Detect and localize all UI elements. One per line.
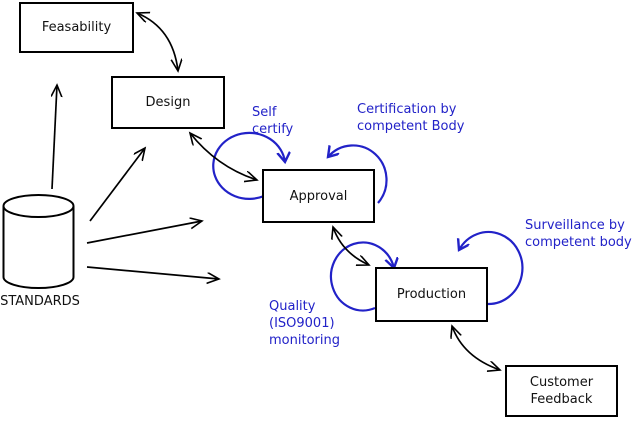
node-approval: Approval: [262, 169, 375, 223]
annotation-certification: Certification by competent Body: [357, 102, 465, 134]
surveillance-loop: [459, 230, 524, 306]
standards-cylinder: [2, 194, 75, 289]
annotation-self-certify: Self certify: [252, 105, 294, 137]
annotation-quality-monitoring: Quality (ISO9001) monitoring: [269, 299, 340, 348]
node-feasability: Feasability: [19, 2, 134, 53]
node-customer-feedback: Customer Feedback: [505, 365, 618, 417]
certification-loop: [328, 144, 388, 204]
annotation-surveillance: Surveillance by competent body: [525, 218, 632, 250]
node-design: Design: [111, 76, 225, 129]
standards-label: STANDARDS: [0, 294, 80, 309]
node-production: Production: [375, 267, 488, 322]
